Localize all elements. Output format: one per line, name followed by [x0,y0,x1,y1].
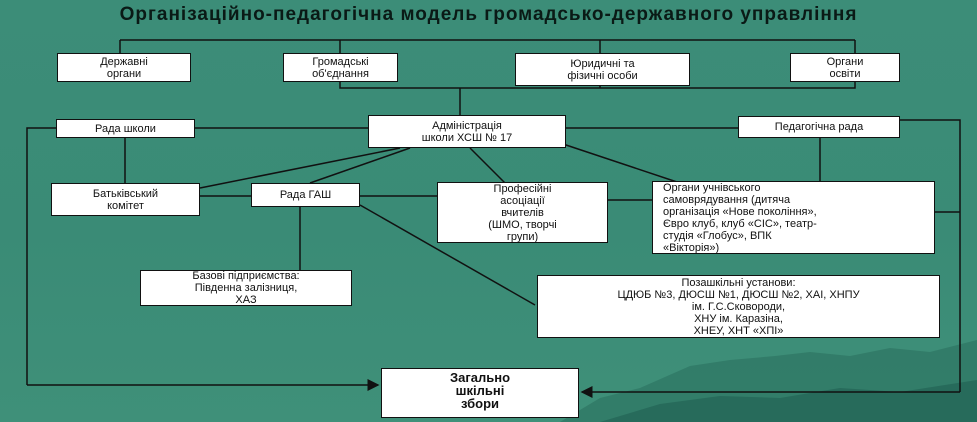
top-row-bottom-bus [339,80,856,89]
node-orhany-uchnivskoho-samovriaduvannia: Органи учнівського самоврядування (дитяч… [652,181,935,254]
node-zahalnoshkilni-zbory: Загально шкільні збори [381,368,579,418]
node-yurydychni-osoby: Юридичні та фізичні особи [515,53,690,86]
node-pedahohichna-rada: Педагогічна рада [738,116,900,138]
node-hromadski-obiednannia: Громадські об'єднання [283,53,398,82]
node-administratsiia: Адміністрація школи ХСШ № 17 [368,115,566,148]
admin-to-profasotsiatsii [469,147,506,184]
node-bazovi-pidpryiemstva: Базові підприємства: Південна залізниця,… [140,270,352,306]
right-loop-line [900,119,961,392]
node-derzhavni-orhany: Державні органи [57,53,191,82]
node-batkivskyi-komitet: Батьківський комітет [51,183,200,216]
rada-hash-to-pozashkilni [359,204,536,306]
diagram-title: Організаційно-педагогічна модель громадс… [119,4,858,25]
node-rada-shkoly: Рада школи [56,119,195,138]
node-rada-hash: Рада ГАШ [251,183,360,207]
admin-to-batkivskyi [199,147,401,189]
node-pozashkilni-ustanovy: Позашкільні установи: ЦДЮБ №3, ДЮСШ №1, … [537,275,940,338]
node-profasotsiatsii-vchyteliv: Професійні асоціації вчителів (ШМО, твор… [437,182,608,243]
admin-to-rada-hash [309,147,411,184]
node-orhany-osvity: Органи освіти [790,53,900,82]
admin-to-uchnivske [559,142,681,184]
left-loop-line [26,127,56,385]
